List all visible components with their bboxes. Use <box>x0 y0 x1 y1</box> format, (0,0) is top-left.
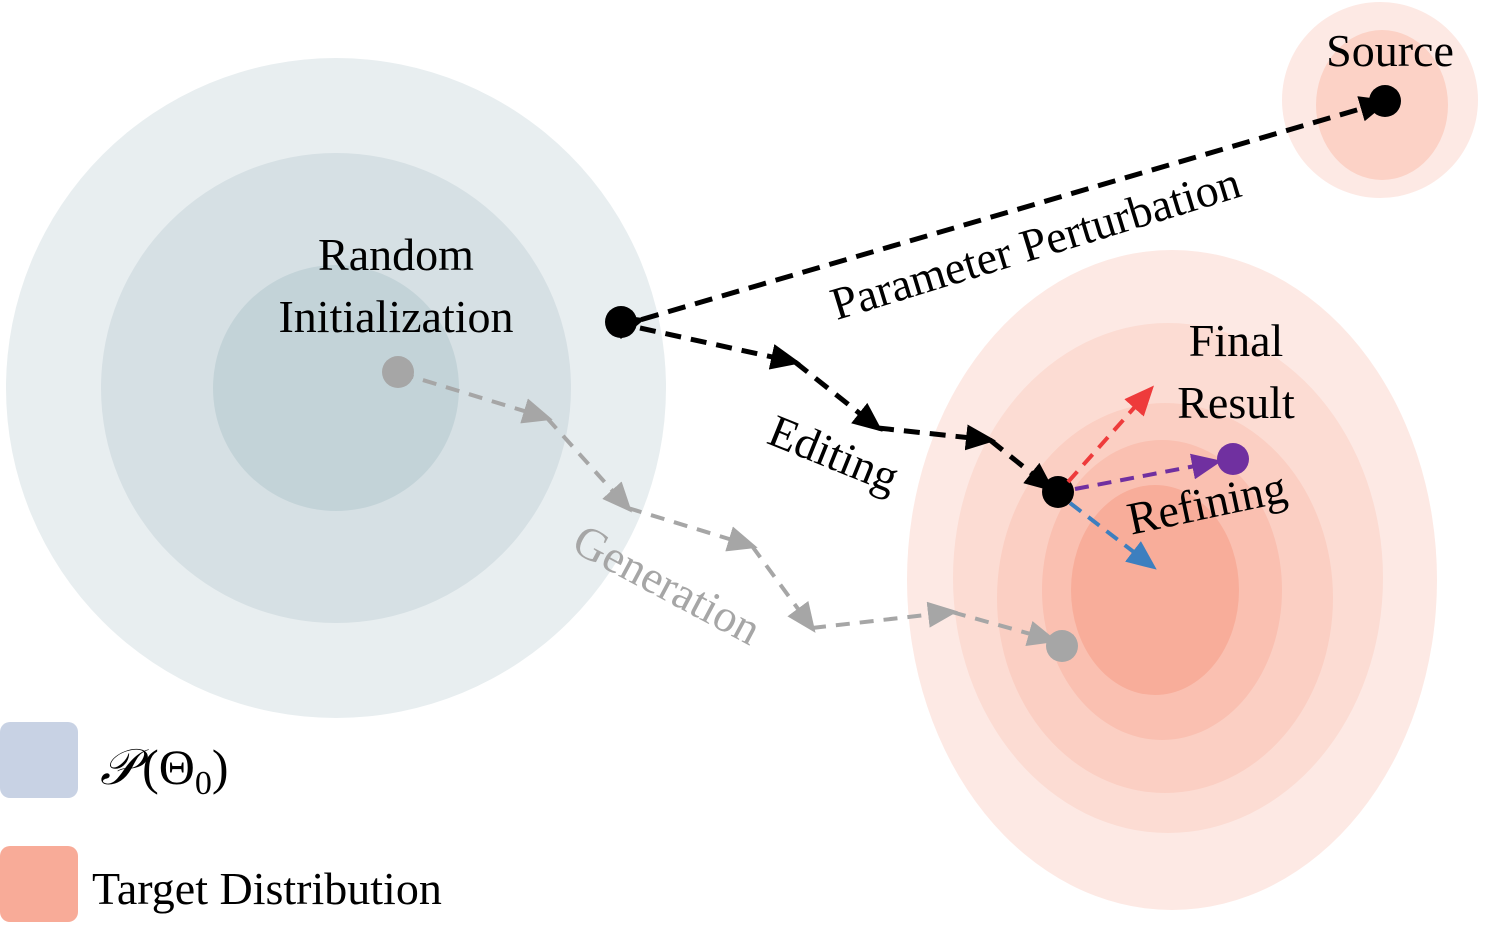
editing-segment-3 <box>877 424 996 451</box>
legend-swatch-prior <box>0 722 78 798</box>
target-distribution <box>907 250 1437 910</box>
generation-segment-6 <box>951 610 1058 647</box>
legend-swatch-target <box>0 846 78 922</box>
prior-close-paren: ) <box>212 739 229 795</box>
legend-label-target: Target Distribution <box>92 863 442 914</box>
refining-arrow-blue <box>1068 501 1157 570</box>
prior-theta: Θ <box>159 739 195 795</box>
legend: 𝒫(Θ0) Target Distribution <box>0 722 442 922</box>
final-result-label-line2: Result <box>1177 377 1295 428</box>
source-label: Source <box>1326 25 1454 76</box>
refining-arrow-red <box>1066 385 1154 484</box>
refining-arrows <box>1066 385 1249 570</box>
edited-point <box>1042 476 1074 508</box>
random-init-label-line2: Initialization <box>278 291 513 342</box>
editing-label: Editing <box>761 405 906 503</box>
generation-segment-3 <box>627 506 758 552</box>
final-result-point <box>1217 443 1249 475</box>
generation-path <box>382 356 1078 662</box>
generation-segment-1 <box>399 371 553 424</box>
editing-segment-1 <box>639 325 801 370</box>
random-init-point <box>382 356 414 388</box>
final-result-label-line1: Final <box>1189 315 1284 366</box>
source-point <box>1369 85 1401 117</box>
prior-subscript: 0 <box>195 765 212 802</box>
generation-end-point <box>1046 630 1078 662</box>
editing-path <box>639 325 1074 508</box>
prior-open-paren: ( <box>142 739 159 795</box>
legend-label-prior: 𝒫(Θ0) <box>100 739 228 802</box>
generation-segment-2 <box>545 416 633 513</box>
prior-ring-inner <box>213 265 459 511</box>
perturbation-arrow <box>613 96 1390 340</box>
editing-segment-4 <box>988 438 1055 492</box>
refining-arrow-purple <box>1074 453 1222 491</box>
perturbed-point <box>605 306 637 338</box>
prior-distribution <box>6 58 666 718</box>
editing-segment-2 <box>793 360 883 432</box>
generation-segment-4 <box>750 544 816 633</box>
perturbation-path <box>605 85 1401 340</box>
random-init-label-line1: Random <box>318 229 474 280</box>
